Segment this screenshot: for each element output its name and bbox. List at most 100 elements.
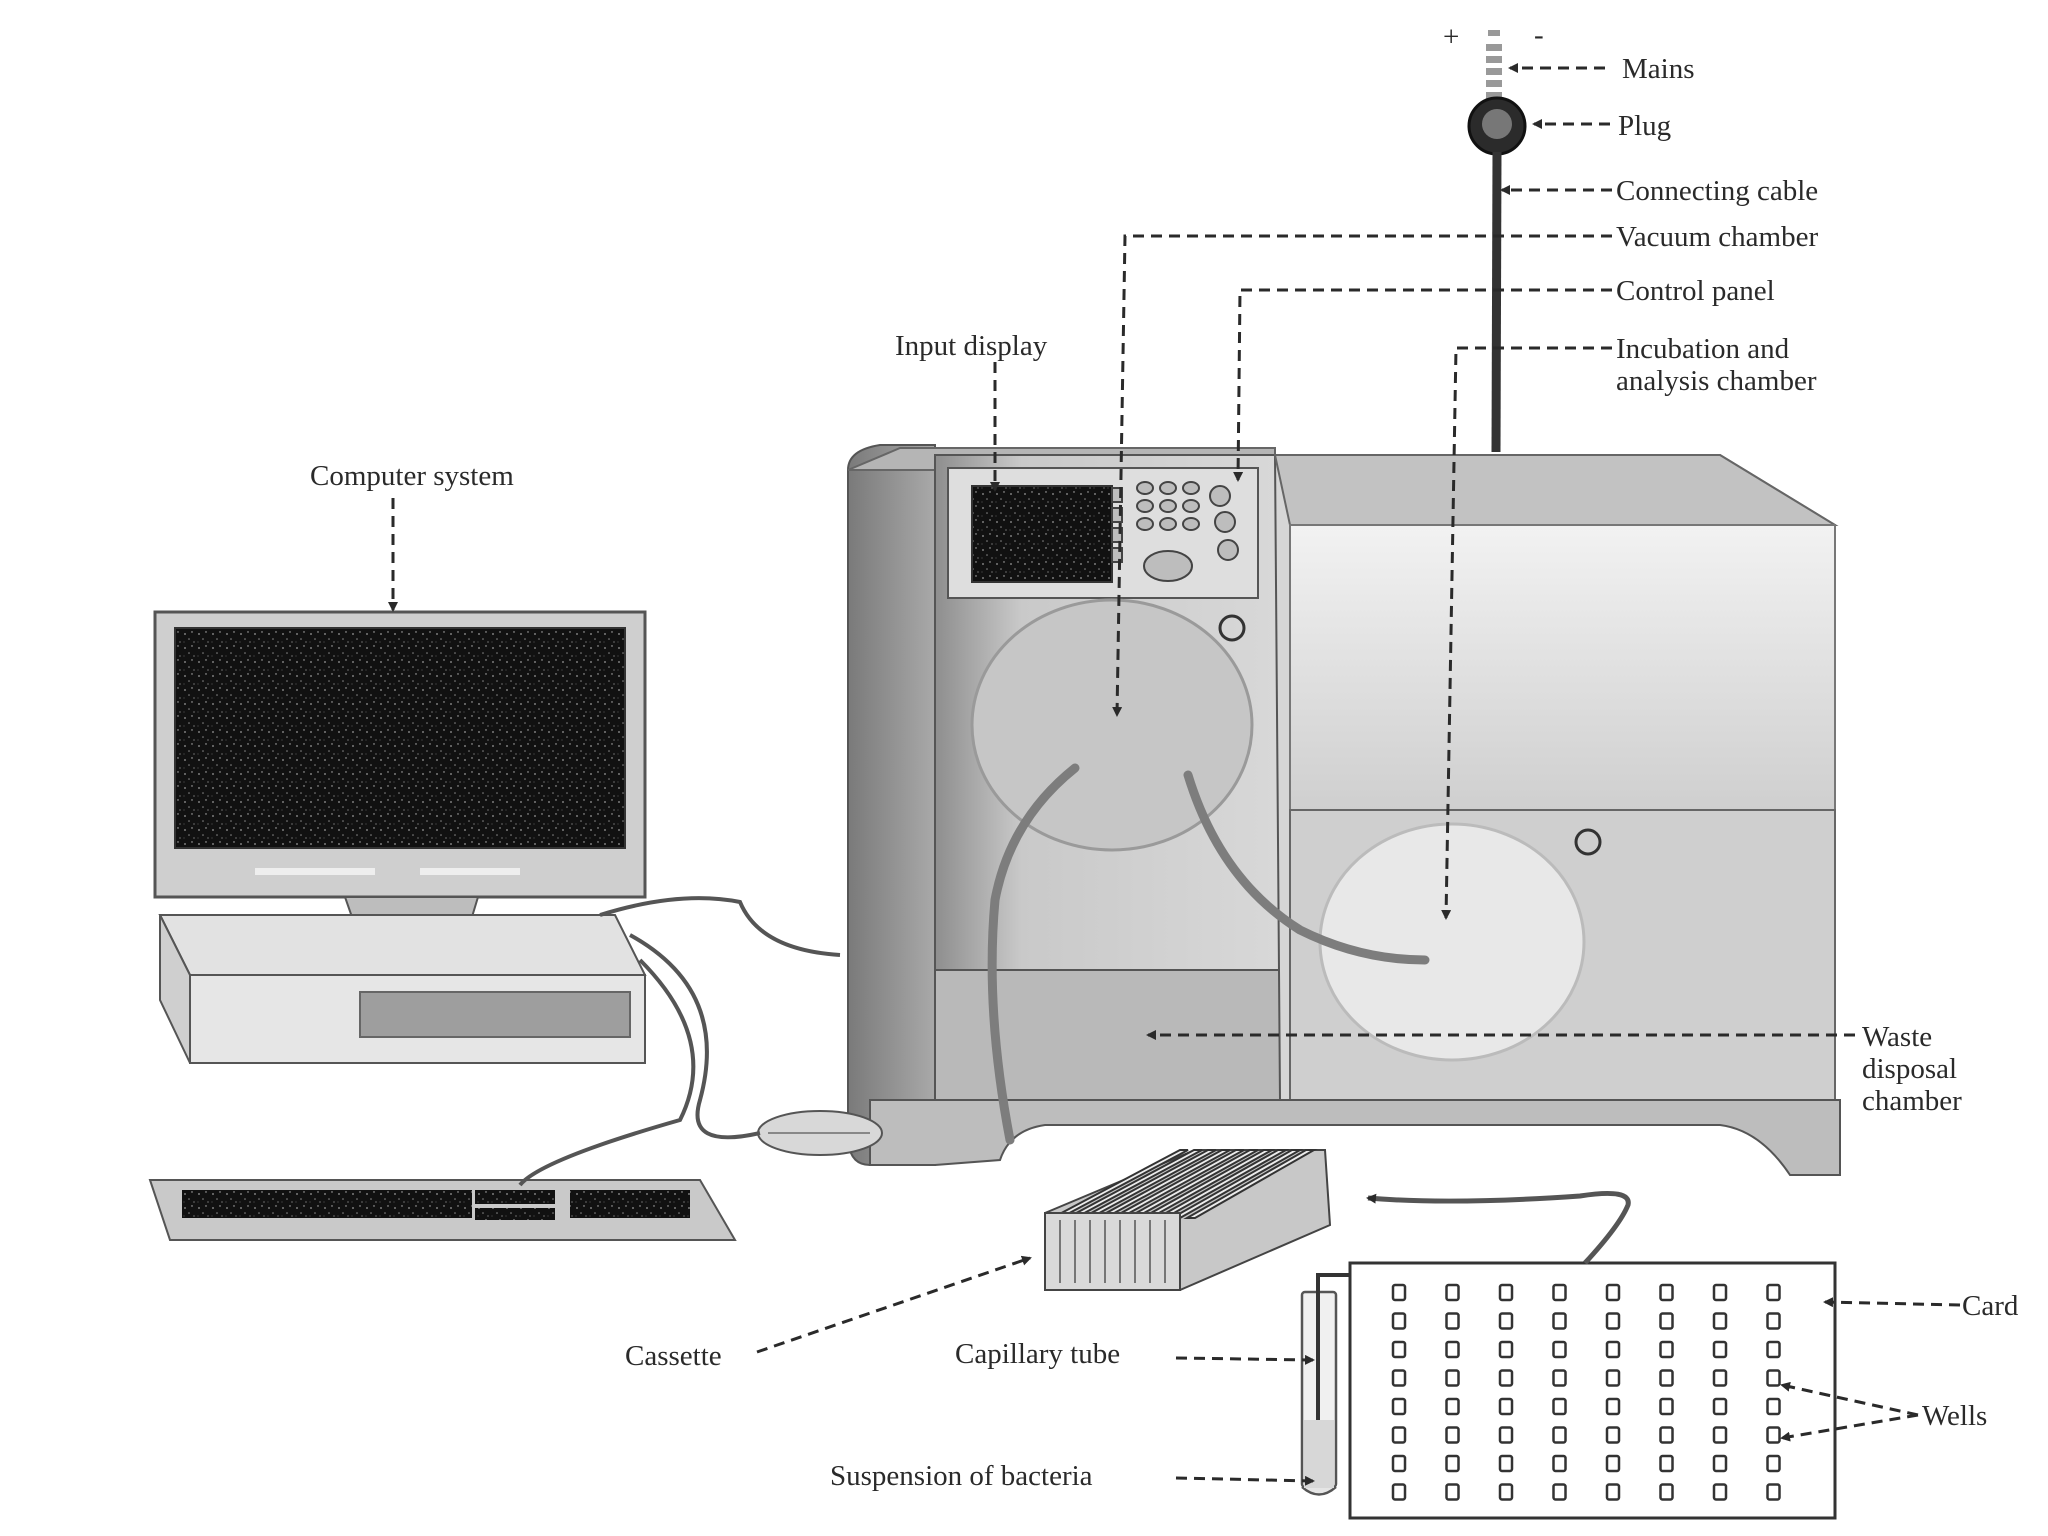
keypad [1111,481,1239,582]
label-capillary-tube: Capillary tube [955,1338,1120,1370]
well [1445,1283,1460,1302]
well [1391,1454,1407,1473]
well [1391,1340,1407,1359]
well [1766,1483,1781,1501]
well [1605,1340,1621,1359]
mains-plus-symbol: + [1443,21,1459,53]
well [1391,1397,1407,1416]
well [1659,1454,1674,1473]
well [1659,1312,1674,1330]
mains-minus-symbol: - [1534,19,1544,51]
power-supply: + - [1443,19,1544,453]
label-card: Card [1962,1290,2019,1322]
well [1498,1283,1514,1302]
well [1552,1369,1567,1387]
label-suspension: Suspension of bacteria [830,1460,1093,1492]
well [1552,1483,1567,1501]
well [1659,1426,1674,1444]
analyzer-instrument [847,444,1841,1176]
well [1605,1454,1621,1473]
waste-disposal-chamber [934,969,1281,1101]
well [1712,1483,1728,1501]
cassette-card-slot [1183,1149,1318,1219]
connecting-cable [1491,151,1502,453]
well [1391,1312,1407,1330]
suspension-tube [1300,1285,1338,1496]
well [1605,1483,1621,1501]
vacuum-chamber-door [970,598,1254,852]
well [1712,1426,1728,1444]
well [1552,1283,1567,1302]
well [1498,1454,1514,1473]
well [1605,1426,1621,1444]
label-incubation-1: Incubation and [1616,333,1790,365]
well [1498,1483,1514,1501]
well [1712,1454,1728,1473]
well [1766,1369,1781,1387]
well [1766,1283,1781,1302]
well [1659,1483,1674,1501]
cassette [1044,1149,1332,1291]
well [1552,1397,1567,1416]
label-vacuum-chamber: Vacuum chamber [1616,221,1818,253]
well [1712,1397,1728,1416]
well [1659,1369,1674,1387]
label-control-panel: Control panel [1616,275,1775,307]
well [1605,1283,1621,1302]
well [1766,1426,1781,1444]
label-waste-3: chamber [1862,1085,1962,1117]
well [1445,1397,1460,1416]
well [1712,1283,1728,1302]
well [1498,1397,1514,1416]
wells-grid [1391,1283,1781,1501]
label-plug: Plug [1618,110,1671,142]
well [1391,1283,1407,1302]
well [1552,1312,1567,1330]
well [1552,1340,1567,1359]
well [1605,1312,1621,1330]
well [1766,1454,1781,1473]
well [1659,1340,1674,1359]
well [1445,1340,1460,1359]
well [1659,1397,1674,1416]
well [1391,1426,1407,1444]
well [1552,1454,1567,1473]
well [1391,1369,1407,1387]
computer-system [148,610,883,1241]
well [1445,1369,1460,1387]
well [1445,1454,1460,1473]
well [1712,1369,1728,1387]
label-computer-system: Computer system [310,460,514,492]
mains-socket-icon [1486,30,1502,99]
well [1445,1312,1460,1330]
well [1498,1312,1514,1330]
well [1391,1483,1407,1501]
well [1712,1340,1728,1359]
well [1605,1369,1621,1387]
well [1498,1426,1514,1444]
well [1445,1426,1460,1444]
well [1766,1312,1781,1330]
label-cassette: Cassette [625,1340,722,1372]
labels: Mains Plug Connecting cable Vacuum chamb… [310,53,2019,1492]
label-wells: Wells [1922,1400,1987,1432]
well [1712,1312,1728,1330]
well [1498,1369,1514,1387]
label-incubation-2: analysis chamber [1616,365,1817,397]
well [1498,1340,1514,1359]
card [1316,1191,1837,1520]
input-display [971,485,1113,583]
well [1445,1483,1460,1501]
label-connecting-cable: Connecting cable [1616,175,1818,207]
leader-lines [388,63,1961,1486]
monitor-screen [174,627,626,849]
well [1552,1426,1567,1444]
label-waste-1: Waste [1862,1021,1932,1053]
well [1605,1397,1621,1416]
well [1766,1397,1781,1416]
well [1659,1283,1674,1302]
label-waste-2: disposal [1862,1053,1957,1085]
well [1766,1340,1781,1359]
label-mains: Mains [1622,53,1695,85]
